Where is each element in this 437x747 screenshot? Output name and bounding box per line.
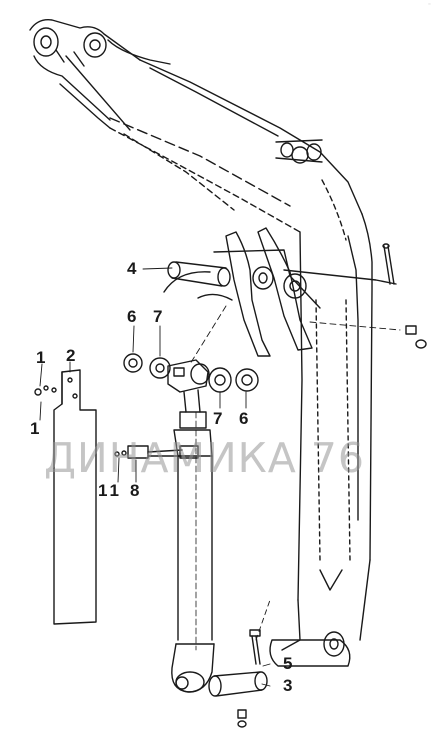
leader-lines	[39, 267, 401, 687]
callout-11: 11	[98, 481, 122, 500]
callout-5: 5	[283, 654, 293, 673]
guard-plate-part-2	[53, 369, 97, 625]
clamp-part-8	[127, 445, 199, 459]
bolt-part-5	[249, 629, 261, 665]
washer-part-6-left	[123, 353, 143, 373]
callout-6-left: 6	[127, 307, 137, 326]
bushing-part-7-left	[149, 357, 171, 379]
bolt-part-11	[114, 450, 127, 457]
boom-arm	[29, 19, 427, 667]
callout-6-right: 6	[239, 409, 249, 428]
corner-mark: ⁻	[427, 3, 431, 9]
callout-1-bottom: 1	[30, 419, 40, 438]
callout-7-right: 7	[213, 409, 223, 428]
callout-2: 2	[66, 346, 76, 365]
pin-part-4	[167, 261, 231, 287]
washer-part-6-right	[235, 368, 259, 392]
watermark-text: ДИНАМИКА 76	[44, 434, 365, 482]
mounting-bracket	[163, 227, 397, 357]
callout-3: 3	[283, 676, 293, 695]
nut-part-bottom	[237, 709, 247, 728]
callout-4: 4	[127, 259, 137, 278]
bolt-part-1	[34, 385, 57, 396]
callout-7-left: 7	[153, 307, 163, 326]
bushing-part-7-right	[208, 367, 232, 393]
callout-8: 8	[130, 481, 140, 500]
callout-1-top: 1	[36, 348, 46, 367]
pin-part-3	[208, 671, 268, 697]
hydraulic-cylinder	[167, 359, 215, 693]
